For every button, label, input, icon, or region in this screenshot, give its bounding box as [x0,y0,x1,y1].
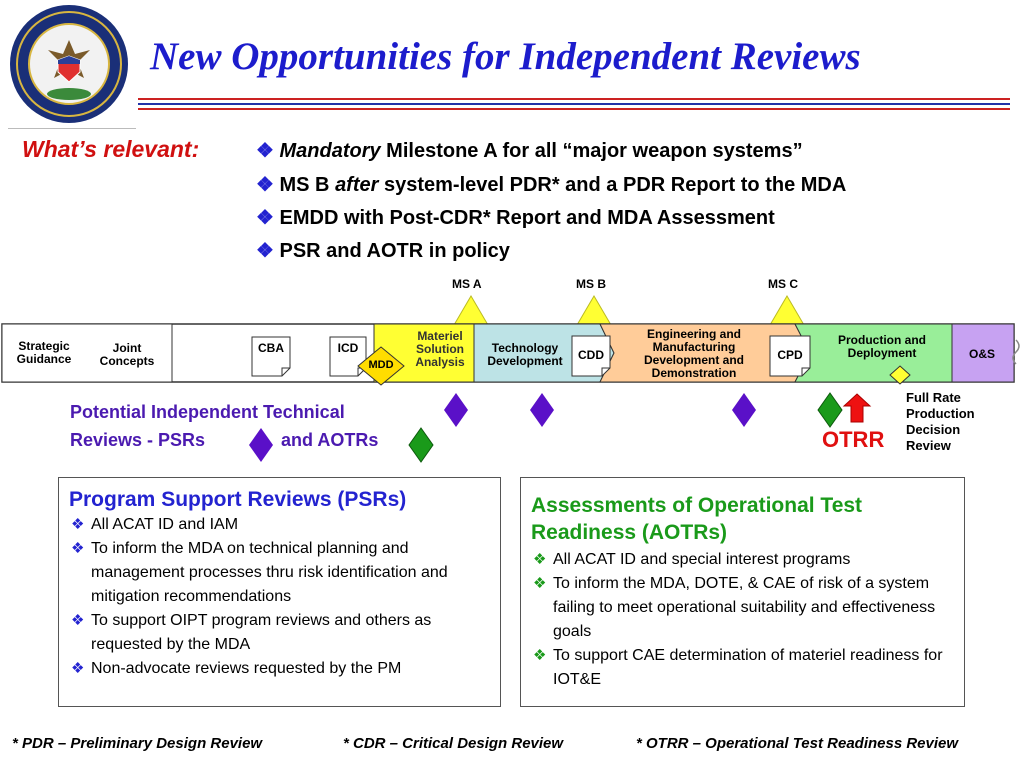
bullet-icon: ❖ [256,240,274,262]
title-rule-red-2 [138,108,1010,110]
os-phase [951,323,1015,383]
cpd-label: CPD [777,348,803,362]
review-markers [249,392,872,463]
otrr-up-arrow-icon [842,393,872,423]
os-label: O&S [968,347,995,361]
relevant-label: What’s relevant: [22,136,200,162]
frp-label-line: Decision [906,422,961,437]
cba-doc-icon [251,336,291,377]
relevant-text: EMDD with Post-CDR* Report and MDA Asses… [279,207,775,229]
td-label: Technology Development [487,341,563,368]
aotr-info-box: Assessments of Operational Test Readines… [520,477,965,707]
psr-diamond-ms-c [732,393,756,427]
aotr-bullet: All ACAT ID and special interest program… [531,548,952,572]
ms-b-label: MS B [576,277,606,291]
acquisition-timeline [1,295,1020,386]
footnote-cdr: * CDR – Critical Design Review [343,735,564,752]
relevant-item-4: ❖ PSR and AOTR in policy [256,238,510,263]
frp-decision-diamond [889,365,911,385]
continuation-mark [1012,339,1020,365]
psr-legend-diamond [249,428,273,462]
cpd-doc-icon [769,335,811,377]
bullet-icon: ❖ [256,140,274,162]
aotr-legend-diamond [408,427,434,463]
ms-c-label: MS C [768,277,798,291]
relevant-emphasis: Mandatory [279,140,381,162]
otrr-label: OTRR [822,427,885,452]
bullet-icon: ❖ [256,207,274,229]
strategic-guidance-label: Strategic Guidance [16,339,72,366]
ms-a-label: MS A [452,277,482,291]
ms-a-triangle [453,295,489,326]
page-title: New Opportunities for Independent Review… [150,35,861,78]
frp-label-line: Full Rate [906,390,961,405]
relevant-emphasis: after [335,174,379,196]
relevant-text: system-level PDR* and a PDR Report to th… [378,174,847,196]
strategic-joint-area [1,323,173,383]
icd-label: ICD [337,341,359,355]
emd-label: Engineering and Manufacturing Developmen… [643,327,745,380]
ms-c-triangle [769,295,805,326]
relevant-text: MS B [279,174,336,196]
dod-seal-logo [10,5,128,123]
psr-box-title: Program Support Reviews (PSRs) [69,488,407,511]
relevant-item-1: ❖ Mandatory Milestone A for all “major w… [256,138,803,163]
aotr-diamond-otrr [817,392,843,428]
cba-label: CBA [258,341,284,355]
psr-diamond-ms-a [444,393,468,427]
frp-label-line: Review [906,438,951,453]
relevant-item-3: ❖ EMDD with Post-CDR* Report and MDA Ass… [256,205,775,230]
frp-label-line: Production [906,406,975,421]
pd-label: Production and Deployment [838,333,926,360]
header-divider [8,128,136,129]
bullet-icon: ❖ [256,174,274,196]
joint-concepts-label: Joint Concepts [99,341,155,368]
relevant-text: PSR and AOTR in policy [279,240,510,262]
aotr-box-title: Assessments of Operational Test Readines… [531,494,863,544]
cdd-doc-icon [571,335,611,377]
potential-reviews-line-1: Potential Independent Technical [70,402,345,422]
cdd-label: CDD [578,348,604,362]
psr-bullet: All ACAT ID and IAM [69,513,500,537]
psr-info-box: Program Support Reviews (PSRs) All ACAT … [58,477,501,707]
mdd-label: MDD [368,359,394,371]
aotr-bullet: To inform the MDA, DOTE, & CAE of risk o… [531,572,952,644]
title-rule-red [138,98,1010,100]
msa-label: Materiel Solution Analysis [415,329,465,369]
ms-b-triangle [576,295,612,326]
potential-reviews-psrs: Reviews - PSRs [70,430,206,450]
footnote-pdr: * PDR – Preliminary Design Review [12,735,263,752]
title-rule-blue [138,103,1010,105]
icd-doc-icon [329,336,367,377]
psr-diamond-ms-b [530,393,554,427]
psr-bullet: To inform the MDA on technical planning … [69,537,500,609]
mdd-diamond [357,346,405,386]
potential-reviews-aotrs: and AOTRs [281,430,379,450]
footnote-otrr: * OTRR – Operational Test Readiness Revi… [636,735,959,752]
relevant-item-2: ❖ MS B after system-level PDR* and a PDR… [256,172,846,197]
aotr-bullet: To support CAE determination of materiel… [531,644,952,692]
psr-bullet: Non-advocate reviews requested by the PM [69,657,500,681]
relevant-text: Milestone A for all “major weapon system… [380,140,803,162]
psr-bullet: To support OIPT program reviews and othe… [69,609,500,657]
